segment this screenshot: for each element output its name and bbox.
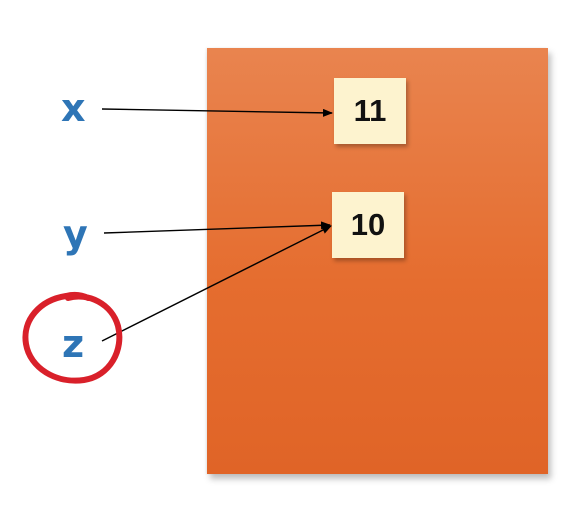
variable-label-z: z <box>62 322 85 366</box>
value-text: 10 <box>350 207 386 242</box>
variable-label-y: y <box>63 212 88 256</box>
value-box-11: 11 <box>334 78 406 144</box>
value-text: 11 <box>353 93 387 128</box>
value-box-10: 10 <box>332 192 404 258</box>
variable-label-x: x <box>61 86 86 130</box>
